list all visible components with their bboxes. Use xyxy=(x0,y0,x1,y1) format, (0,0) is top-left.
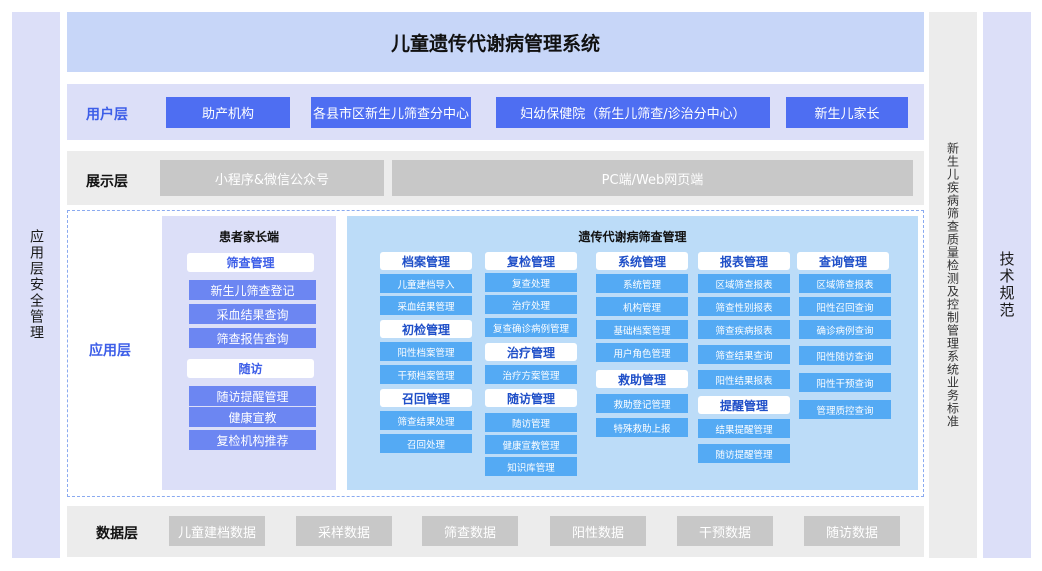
patient-item: 采血结果查询 xyxy=(189,304,316,324)
module-item: 筛查性别报表 xyxy=(698,297,790,316)
module-item: 阳性干预查询 xyxy=(799,373,891,392)
module-item: 召回处理 xyxy=(380,434,472,453)
module-item: 筛查疾病报表 xyxy=(698,320,790,339)
security-management-label: 应用层安全管理 xyxy=(28,229,44,341)
module-item: 阳性随访查询 xyxy=(799,346,891,365)
patient-item: 健康宣教 xyxy=(189,407,316,427)
data-item: 筛查数据 xyxy=(422,516,518,546)
application-layer xyxy=(67,210,924,497)
user-item-parents: 新生儿家长 xyxy=(786,97,908,128)
user-layer-label: 用户层 xyxy=(86,107,128,123)
module-item: 阳性召回查询 xyxy=(799,297,891,316)
module-item: 干预档案管理 xyxy=(380,365,472,384)
module-title: 提醒管理 xyxy=(698,396,790,414)
module-item: 治疗方案管理 xyxy=(485,365,577,384)
module-title: 复检管理 xyxy=(485,252,577,270)
application-layer-label: 应用层 xyxy=(89,343,131,359)
quality-standard-panel: 新生儿疾病筛查质量检测及控制管理系统业务标准 xyxy=(929,12,977,558)
patient-item: 随访提醒管理 xyxy=(189,386,316,406)
module-title: 随访管理 xyxy=(485,389,577,407)
module-item: 区域筛查报表 xyxy=(698,274,790,293)
module-item: 系统管理 xyxy=(596,274,688,293)
module-item: 机构管理 xyxy=(596,297,688,316)
patient-item: 复检机构推荐 xyxy=(189,430,316,450)
data-item: 随访数据 xyxy=(804,516,900,546)
display-item-miniprogram: 小程序&微信公众号 xyxy=(160,160,384,196)
data-item: 采样数据 xyxy=(296,516,392,546)
module-title: 初检管理 xyxy=(380,320,472,338)
module-item: 区域筛查报表 xyxy=(799,274,891,293)
data-item: 干预数据 xyxy=(677,516,773,546)
patient-panel-title: 患者家长端 xyxy=(218,230,279,244)
module-title: 档案管理 xyxy=(380,252,472,270)
module-item: 采血结果管理 xyxy=(380,296,472,315)
tech-spec-label: 技术规范 xyxy=(997,251,1016,319)
patient-item: 新生儿筛查登记 xyxy=(189,280,316,300)
module-item: 特殊救助上报 xyxy=(596,418,688,437)
module-item: 随访管理 xyxy=(485,413,577,432)
module-title: 报表管理 xyxy=(698,252,790,270)
module-item: 阳性结果报表 xyxy=(698,370,790,389)
module-item: 筛查结果查询 xyxy=(698,345,790,364)
patient-group-title: 随访 xyxy=(187,359,314,378)
module-title: 治疗管理 xyxy=(485,343,577,361)
quality-standard-label: 新生儿疾病筛查质量检测及控制管理系统业务标准 xyxy=(945,142,960,428)
module-item: 管理质控查询 xyxy=(799,400,891,419)
patient-item: 筛查报告查询 xyxy=(189,328,316,348)
module-item: 健康宣教管理 xyxy=(485,435,577,454)
module-item: 用户角色管理 xyxy=(596,343,688,362)
module-item: 结果提醒管理 xyxy=(698,419,790,438)
module-item: 儿童建档导入 xyxy=(380,274,472,293)
data-item: 阳性数据 xyxy=(550,516,646,546)
module-title: 召回管理 xyxy=(380,389,472,407)
security-management-panel: 应用层安全管理 xyxy=(12,12,60,558)
system-title: 儿童遗传代谢病管理系统 xyxy=(67,12,924,72)
user-item-midwifery: 助产机构 xyxy=(166,97,290,128)
display-layer-label: 展示层 xyxy=(86,174,128,190)
module-item: 随访提醒管理 xyxy=(698,444,790,463)
module-item: 复查处理 xyxy=(485,273,577,292)
module-item: 确诊病例查询 xyxy=(799,320,891,339)
module-title: 救助管理 xyxy=(596,370,688,388)
tech-spec-panel: 技术规范 xyxy=(983,12,1031,558)
module-item: 救助登记管理 xyxy=(596,394,688,413)
module-item: 基础档案管理 xyxy=(596,320,688,339)
module-item: 治疗处理 xyxy=(485,295,577,314)
module-item: 筛查结果处理 xyxy=(380,411,472,430)
module-title: 查询管理 xyxy=(797,252,889,270)
module-item: 知识库管理 xyxy=(485,457,577,476)
module-item: 复查确诊病例管理 xyxy=(485,318,577,337)
user-item-maternal-hospital: 妇幼保健院（新生儿筛查/诊治分中心） xyxy=(496,97,770,128)
data-layer-label: 数据层 xyxy=(96,526,138,542)
user-item-county-center: 各县市区新生儿筛查分中心 xyxy=(311,97,471,128)
data-item: 儿童建档数据 xyxy=(169,516,265,546)
module-title: 系统管理 xyxy=(596,252,688,270)
patient-group-title: 筛查管理 xyxy=(187,253,314,272)
display-item-web: PC端/Web网页端 xyxy=(392,160,913,196)
genetic-panel-title: 遗传代谢病筛查管理 xyxy=(578,230,687,244)
module-item: 阳性档案管理 xyxy=(380,342,472,361)
